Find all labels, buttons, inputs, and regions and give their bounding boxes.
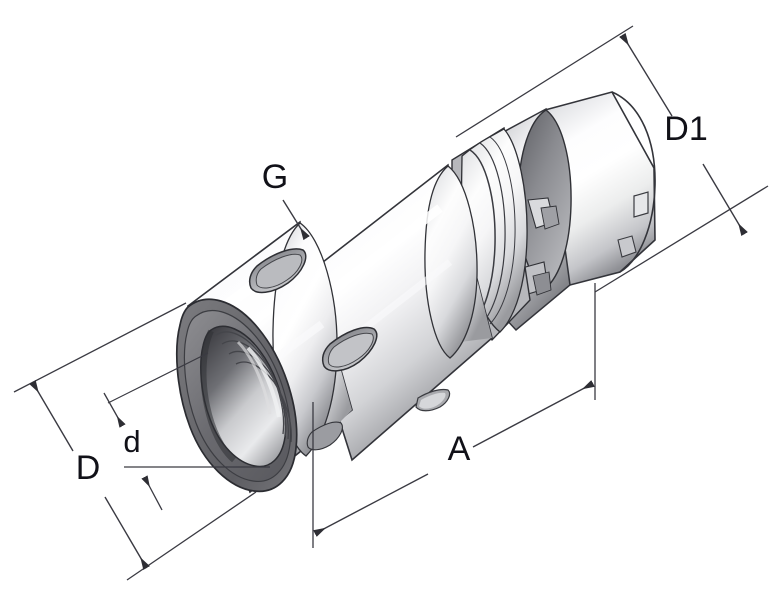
threaded-bore <box>215 331 292 443</box>
dimension-d-bore <box>103 352 270 511</box>
dimension-d-outer <box>13 302 257 581</box>
dimension-a <box>312 283 596 548</box>
nut-face-ring <box>175 298 298 493</box>
dimension-label-a: A <box>448 430 471 468</box>
dimension-labels: D1 G A d D <box>76 110 708 487</box>
part-geometry <box>175 91 656 494</box>
dimension-label-d-lower: d <box>123 424 140 459</box>
dimension-label-d1: D1 <box>664 110 707 148</box>
chuck-body <box>295 163 493 462</box>
leader-g <box>282 199 310 241</box>
dimension-d1 <box>455 25 769 293</box>
dimension-lines <box>13 25 769 581</box>
dimension-label-d-upper: D <box>76 449 101 487</box>
dimension-label-g: G <box>262 158 288 196</box>
